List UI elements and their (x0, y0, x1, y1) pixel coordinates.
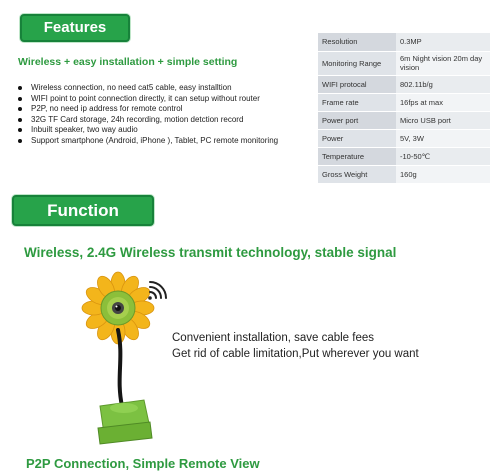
gooseneck-stem (116, 328, 124, 408)
spec-value: 5V, 3W (396, 128, 490, 147)
spec-value: 802.11b/g (396, 74, 490, 93)
feature-item: P2P, no need ip address for remote contr… (16, 104, 278, 115)
feature-item: Inbuilt speaker, two way audio (16, 125, 278, 136)
benefit-line: Convenient installation, save cable fees (172, 332, 375, 344)
function-headline: Wireless, 2.4G Wireless transmit technol… (24, 245, 397, 260)
spec-value: 0.3MP (396, 33, 490, 51)
spec-key: Power (318, 128, 396, 147)
spec-key: Temperature (318, 146, 396, 165)
spec-key: Resolution (318, 33, 396, 51)
features-banner: Features (20, 14, 130, 42)
feature-item: Support smartphone (Android, iPhone ), T… (16, 136, 278, 147)
features-subtitle: Wireless + easy installation + simple se… (18, 56, 238, 68)
spec-key: Monitoring Range (318, 50, 396, 75)
clip-base (97, 399, 153, 445)
benefits-text: Convenient installation, save cable fees… (172, 330, 419, 362)
spec-row: Temperature-10-50℃ (318, 146, 490, 165)
spec-value: 16fps at max (396, 92, 490, 111)
feature-list: Wireless connection, no need cat5 cable,… (16, 83, 278, 146)
spec-value: -10-50℃ (396, 146, 490, 165)
feature-item: Wireless connection, no need cat5 cable,… (16, 83, 278, 94)
feature-item: WIFI point to point connection directly,… (16, 94, 278, 105)
spec-key: Gross Weight (318, 164, 396, 183)
spec-key: WIFI protocal (318, 74, 396, 93)
p2p-heading: P2P Connection, Simple Remote View (26, 456, 260, 471)
wifi-icon (148, 281, 167, 300)
sunflower-camera-image (81, 271, 167, 445)
spec-key: Frame rate (318, 92, 396, 111)
feature-item: 32G TF Card storage, 24h recording, moti… (16, 115, 278, 126)
spec-value: 6m Night vision 20m day vision (396, 50, 490, 75)
spec-value: 160g (396, 164, 490, 183)
benefit-line: Get rid of cable limitation,Put wherever… (172, 348, 419, 360)
function-banner: Function (12, 195, 154, 226)
flower-petals (81, 271, 155, 345)
spec-key: Power port (318, 110, 396, 129)
spec-value: Micro USB port (396, 110, 490, 129)
